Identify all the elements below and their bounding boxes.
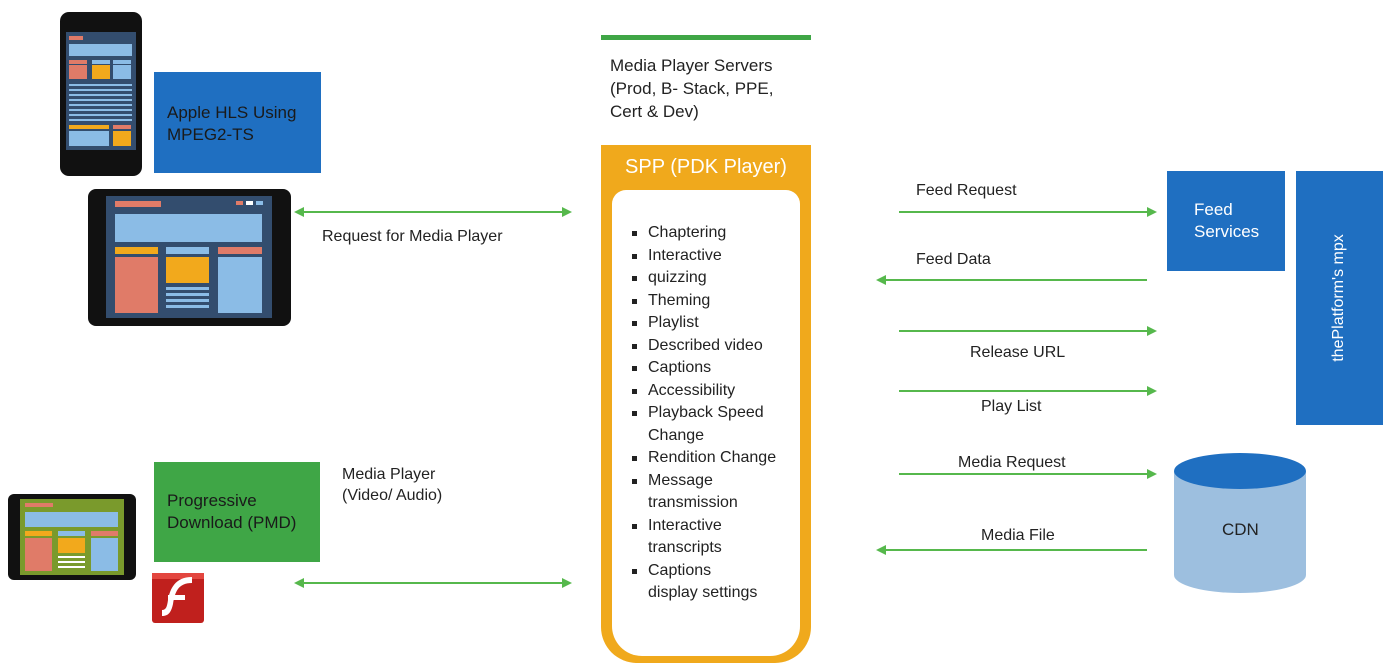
- spp-feature-item: Interactive: [630, 245, 776, 268]
- label-media-request: Media Request: [958, 454, 1066, 471]
- spp-inner: [612, 190, 800, 656]
- spp-feature-item: Chaptering: [630, 222, 776, 245]
- spp-feature-item: Playlist: [630, 312, 776, 335]
- spp-feature-item: Described video: [630, 335, 776, 358]
- label-play-list: Play List: [981, 398, 1042, 415]
- label-feed-data: Feed Data: [916, 251, 991, 268]
- hls-line-1: Apple HLS Using: [167, 103, 297, 122]
- label-media-player: Media Player (Video/ Audio): [342, 464, 442, 506]
- mpx-box: thePlatform's mpx: [1296, 171, 1383, 425]
- tablet-icon: [88, 189, 291, 326]
- spp-feature-item: Playback Speed: [630, 402, 776, 425]
- spp-feature-item: Change: [648, 426, 705, 444]
- label-feed-request: Feed Request: [916, 182, 1017, 199]
- servers-line-1: Media Player Servers: [610, 56, 773, 75]
- label-media-file: Media File: [981, 527, 1055, 544]
- arrows: [294, 207, 1157, 588]
- spp-feature-item: Captions: [630, 357, 776, 380]
- mpx-label: thePlatform's mpx: [1330, 234, 1347, 362]
- phone-icon: [60, 12, 142, 176]
- feed-services-box: Feed Services: [1167, 171, 1285, 271]
- pmd-box: Progressive Download (PMD): [154, 462, 320, 562]
- spp-feature-item: quizzing: [630, 267, 776, 290]
- label-request-media-player: Request for Media Player: [322, 228, 503, 245]
- spp-feature-item: Interactive: [630, 515, 776, 538]
- feed-services-line-2: Services: [1194, 222, 1260, 241]
- label-release-url: Release URL: [970, 344, 1066, 361]
- servers-line-2: (Prod, B- Stack, PPE,: [610, 79, 774, 98]
- hls-line-2: MPEG2-TS: [167, 125, 254, 144]
- hls-box: Apple HLS Using MPEG2-TS: [154, 72, 321, 173]
- flash-icon: [152, 573, 204, 623]
- spp-feature-item: Message: [630, 470, 776, 493]
- feed-services-line-1: Feed: [1194, 200, 1233, 219]
- small-tablet-icon: [8, 494, 136, 580]
- spp-feature-item: Captions: [630, 560, 776, 583]
- spp-feature-item: transmission: [648, 494, 738, 511]
- servers-text: Media Player Servers (Prod, B- Stack, PP…: [610, 54, 773, 123]
- label-media-player-line-1: Media Player: [342, 466, 436, 483]
- pmd-line-2: Download (PMD): [167, 513, 297, 532]
- spp-feature-item: display settings: [648, 584, 758, 601]
- spp-feature-item: Accessibility: [630, 380, 776, 403]
- label-media-player-line-2: (Video/ Audio): [342, 487, 443, 504]
- cdn-label: CDN: [1222, 520, 1259, 539]
- spp-title: SPP (PDK Player): [625, 156, 787, 178]
- spp-feature-item: Rendition Change: [630, 447, 776, 470]
- pmd-line-1: Progressive: [167, 491, 257, 510]
- cdn-cylinder: [1174, 453, 1306, 593]
- servers-line-3: Cert & Dev): [610, 102, 699, 121]
- servers-top-bar: [601, 35, 811, 40]
- spp-feature-item: Theming: [630, 290, 776, 313]
- spp-feature-item: transcripts: [648, 539, 722, 556]
